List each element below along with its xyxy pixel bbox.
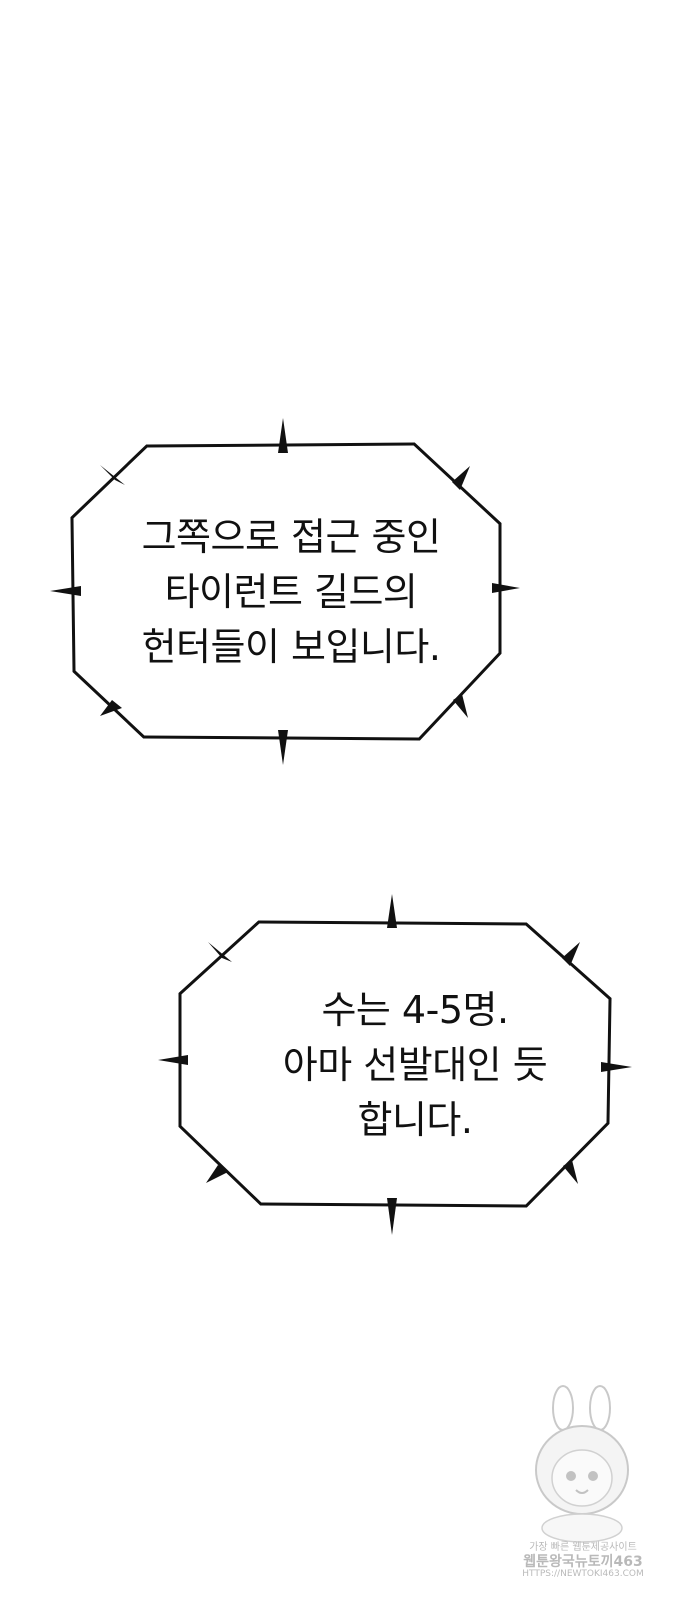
- site-watermark: 가장 빠른 웹툰제공사이트 웹툰왕국뉴토끼463 HTTPS://NEWTOKI…: [508, 1380, 658, 1580]
- spike-bottom: [278, 730, 288, 765]
- spike-br: [453, 694, 468, 718]
- spike-br: [563, 1160, 578, 1184]
- spike-tl: [208, 942, 232, 962]
- bubble-2-text: 수는 4-5명. 아마 선발대인 듯 합니다.: [205, 985, 625, 1145]
- spike-bottom: [387, 1198, 397, 1235]
- spike-tl: [100, 465, 125, 485]
- spike-bl: [206, 1165, 228, 1183]
- spike-top: [387, 894, 397, 928]
- spike-tr: [452, 466, 470, 490]
- bubble-1-text: 그쪽으로 접근 중인 타이런트 길드의 헌터들이 보입니다.: [85, 510, 497, 675]
- watermark-url: HTTPS://NEWTOKI463.COM: [522, 1569, 644, 1579]
- bubble-2-frame: [158, 894, 632, 1235]
- speech-bubble-1: 그쪽으로 접근 중인 타이런트 길드의 헌터들이 보입니다.: [50, 418, 520, 765]
- bubble-2-line-1: 수는 4-5명.: [321, 987, 509, 1032]
- spike-tr: [562, 942, 580, 966]
- bubble-2-line-3: 합니다.: [357, 1097, 473, 1142]
- bubble-2-line-2: 아마 선발대인 듯: [282, 1042, 548, 1087]
- spike-top: [278, 418, 288, 453]
- spike-right: [492, 583, 520, 593]
- bubble-1-frame: [50, 418, 520, 765]
- spike-left: [50, 586, 81, 596]
- spike-right: [601, 1062, 632, 1072]
- bubble-1-line-3: 헌터들이 보입니다.: [141, 625, 441, 669]
- watermark-site-name: 웹툰왕국뉴토끼463: [523, 1554, 643, 1570]
- speech-bubble-2: 수는 4-5명. 아마 선발대인 듯 합니다.: [158, 894, 632, 1235]
- spike-bl: [100, 700, 122, 716]
- bubble-1-line-1: 그쪽으로 접근 중인: [141, 515, 441, 559]
- mascot-icon: [535, 1385, 629, 1543]
- watermark-tagline: 가장 빠른 웹툰제공사이트: [529, 1542, 637, 1553]
- bubble-1-line-2: 타이런트 길드의: [164, 570, 418, 614]
- spike-left: [158, 1055, 188, 1065]
